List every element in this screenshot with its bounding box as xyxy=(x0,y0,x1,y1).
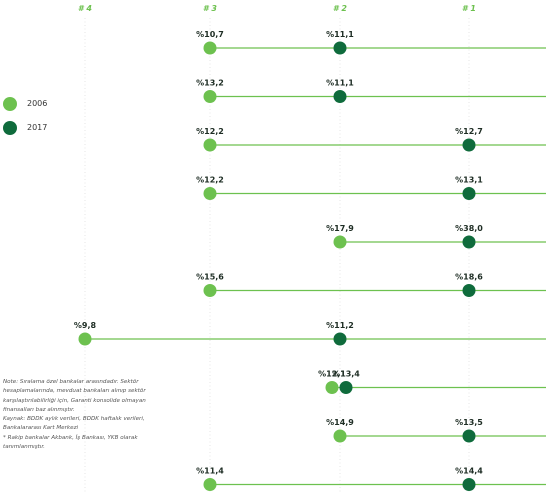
value-label-2017-row-1: %11,1 xyxy=(326,30,354,39)
grid-layer xyxy=(84,18,470,494)
value-label-2017-row-2: %11,1 xyxy=(326,79,354,88)
value-label-2006-row-8: %12,1 xyxy=(318,370,346,379)
dot-2017-row-5 xyxy=(462,235,476,249)
value-label-2017-row-7: %11,2 xyxy=(326,321,354,330)
dot-2017-row-8 xyxy=(339,381,353,394)
value-label-2017-row-10: %14,4 xyxy=(455,467,483,476)
asterisk-text: * Rakip bankalar Akbank, İş Bankası, YKB… xyxy=(3,434,138,451)
legend-dot-2017 xyxy=(3,121,17,135)
legend-dot-2006 xyxy=(3,97,17,111)
value-label-2006-row-6: %15,6 xyxy=(196,273,224,282)
dot-2017-row-3 xyxy=(462,138,476,152)
rank-label-2: # 2 xyxy=(333,4,347,13)
value-label-2017-row-5: %38,0 xyxy=(455,224,483,233)
dot-2017-row-4 xyxy=(462,187,476,200)
value-label-2006-row-3: %12,2 xyxy=(196,127,224,136)
dot-2017-row-2 xyxy=(333,90,347,103)
value-label-2006-row-9: %14,9 xyxy=(326,418,354,427)
dot-2006-row-5 xyxy=(333,235,347,249)
value-label-2006-row-5: %17,9 xyxy=(326,224,354,233)
dot-2006-row-10 xyxy=(203,478,217,491)
legend-label-2006: 2006 xyxy=(27,99,48,108)
dot-2017-row-10 xyxy=(462,478,476,491)
value-label-2017-row-6: %18,6 xyxy=(455,273,483,282)
value-label-2017-row-8: %13,4 xyxy=(332,370,360,379)
value-label-2006-row-1: %10,7 xyxy=(196,30,224,39)
legend-label-2017: 2017 xyxy=(27,123,48,132)
rank-label-1: # 1 xyxy=(462,4,476,13)
dot-2006-row-3 xyxy=(203,138,217,152)
footnote: Note: Sıralama özel bankalar arasındadır… xyxy=(3,378,163,452)
value-label-2017-row-3: %12,7 xyxy=(455,127,483,136)
value-label-2006-row-7: %9,8 xyxy=(74,321,97,330)
dot-2006-row-9 xyxy=(333,429,347,443)
value-label-2017-row-9: %13,5 xyxy=(455,418,483,427)
value-label-2006-row-2: %13,2 xyxy=(196,79,224,88)
dot-layer xyxy=(78,41,476,491)
rank-label-3: # 3 xyxy=(203,4,217,13)
dot-2006-row-1 xyxy=(203,41,217,55)
value-label-2006-row-4: %12,2 xyxy=(196,176,224,185)
label-layer: %10,7 %11,1 %13,2 %11,1 %12,2 %12,7 %12,2 %13,1… xyxy=(74,30,483,476)
dot-2006-row-8 xyxy=(325,381,339,394)
note-text: Note: Sıralama özel bankalar arasındadır… xyxy=(3,379,146,413)
dot-2017-row-6 xyxy=(462,284,476,297)
dot-2017-row-7 xyxy=(333,332,347,346)
dot-2006-row-4 xyxy=(203,187,217,200)
dot-2017-row-9 xyxy=(462,429,476,443)
value-label-2017-row-4: %13,1 xyxy=(455,176,483,185)
line-layer xyxy=(85,47,546,486)
dot-2006-row-2 xyxy=(203,90,217,103)
dot-2006-row-7 xyxy=(78,332,92,346)
dot-2006-row-6 xyxy=(203,284,217,297)
dot-2017-row-1 xyxy=(333,41,347,55)
value-label-2006-row-10: %11,4 xyxy=(196,467,224,476)
rank-label-4: # 4 xyxy=(78,4,92,13)
source-text: Kaynak: BDDK aylık verileri, BDDK haftal… xyxy=(3,416,145,432)
